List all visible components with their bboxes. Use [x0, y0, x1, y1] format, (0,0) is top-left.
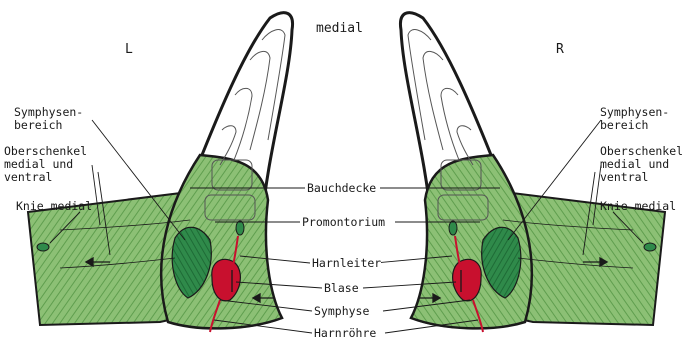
- symphyse-label: Symphyse: [314, 305, 369, 318]
- right-oberschenkel-label: Oberschenkel medial und ventral: [600, 145, 683, 184]
- medial-label: medial: [316, 22, 363, 35]
- left-symphysen-label: Symphysen- bereich: [14, 106, 83, 132]
- left-knie-label: Knie medial: [16, 200, 92, 213]
- blase-label: Blase: [324, 282, 359, 295]
- bauchdecke-label: Bauchdecke: [307, 182, 376, 195]
- right-side-label: R: [556, 43, 564, 56]
- promontorium-label: Promontorium: [302, 216, 385, 229]
- right-knie-label: Knie medial: [600, 200, 676, 213]
- left-oberschenkel-label: Oberschenkel medial und ventral: [4, 145, 87, 184]
- right-symphysen-label: Symphysen- bereich: [600, 106, 669, 132]
- harnleiter-label: Harnleiter: [312, 257, 381, 270]
- left-side-label: L: [125, 43, 133, 56]
- harnroehre-label: Harnröhre: [314, 327, 376, 340]
